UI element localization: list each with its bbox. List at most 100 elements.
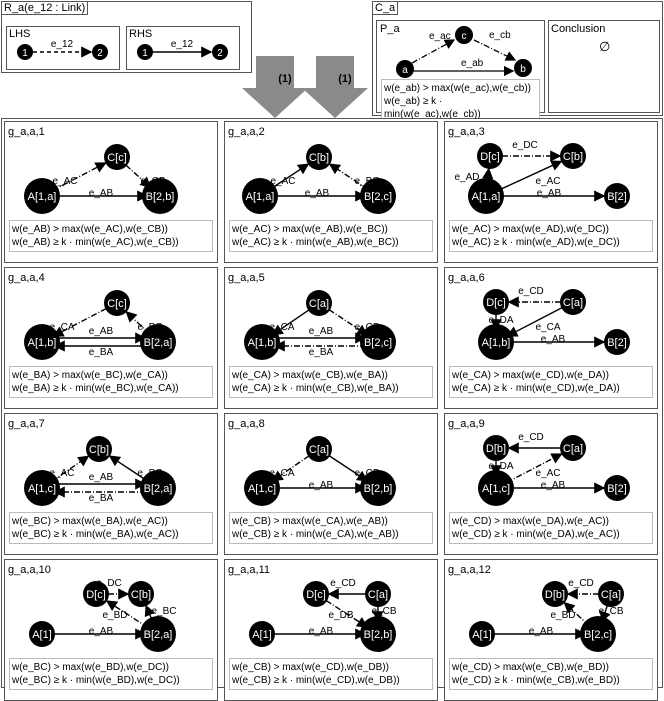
graph-node xyxy=(560,289,586,315)
premise-cond-2: w(e_ab) ≥ k · min(w(e_ac),w(e_cb)) xyxy=(384,96,481,120)
graph-node-label: B[2] xyxy=(607,191,627,203)
graph-node xyxy=(104,144,130,170)
graph-edge xyxy=(271,455,310,482)
graph-node xyxy=(477,143,503,169)
graph-edge-label: e_BD xyxy=(550,610,575,621)
premise-node-b xyxy=(514,59,532,77)
graph-node-label: C[c] xyxy=(107,298,127,310)
graph-node-label: A[1,c] xyxy=(482,483,510,495)
graph-edge-label: e_AC xyxy=(270,176,295,187)
graph-edge xyxy=(271,309,310,336)
conclusion-title: Conclusion xyxy=(551,23,606,35)
graph-panel: g_a,a,1e_ACe_CBe_ABA[1,a]B[2,b]C[c]w(e_A… xyxy=(4,121,218,263)
premise-edge-cb-label: e_cb xyxy=(489,30,511,41)
graph-node xyxy=(24,178,60,214)
graph-edge-label: e_AB xyxy=(305,188,330,199)
graph-edge xyxy=(328,455,369,482)
graph-node xyxy=(83,581,109,607)
graph-edge-label: e_CB xyxy=(371,606,396,617)
graph-node-label: D[c] xyxy=(480,151,500,163)
graph-edge-label: e_AB xyxy=(529,626,554,637)
graph-edge xyxy=(325,599,369,628)
premise-title: P_a xyxy=(380,23,400,35)
graph-node xyxy=(483,289,509,315)
graph-conditions: w(e_CD) > max(w(e_CB),w(e_BD))w(e_CD) ≥ … xyxy=(449,658,653,690)
graph-diagram: e_ACe_BCe_ABe_BAA[1,c]B[2,a]C[b] xyxy=(24,436,176,506)
graph-edge-label: e_CA xyxy=(269,468,294,479)
graph-conditions: w(e_BA) > max(w(e_BC),w(e_CA))w(e_BA) ≥ … xyxy=(9,366,213,398)
graph-diagram: e_CDe_DAe_CAe_ABA[1,b]B[2]C[a]D[c] xyxy=(478,286,630,360)
graph-edge-label: e_CA xyxy=(49,322,74,333)
graph-node-label: D[c] xyxy=(306,589,326,601)
graph-edge xyxy=(506,453,563,484)
graph-node-label: D[b] xyxy=(486,443,506,455)
graph-node-label: B[2,c] xyxy=(364,337,392,349)
graph-cond-1: w(e_AC) > max(w(e_AB),w(e_BC)) xyxy=(232,224,388,235)
graph-node xyxy=(140,616,176,652)
graph-cond-2: w(e_CA) ≥ k · min(w(e_CB),w(e_BA)) xyxy=(232,383,399,394)
graph-cond-1: w(e_AB) > max(w(e_AC),w(e_CB)) xyxy=(12,224,168,235)
rhs-title: RHS xyxy=(129,28,153,40)
graph-node xyxy=(604,475,630,501)
graph-node xyxy=(360,324,396,360)
graph-title: g_a,a,9 xyxy=(448,418,485,430)
graph-edge-label: e_AB xyxy=(309,480,334,491)
graph-cond-2: w(e_AC) ≥ k · min(w(e_AB),w(e_BC)) xyxy=(232,237,399,248)
graph-title: g_a,a,12 xyxy=(448,564,491,576)
graph-node xyxy=(244,470,280,506)
graph-node-label: B[2,c] xyxy=(584,629,612,641)
graph-edge-label: e_BC xyxy=(151,606,176,617)
graph-title: g_a,a,2 xyxy=(228,126,265,138)
graph-cond-1: w(e_CA) > max(w(e_CB),w(e_BA)) xyxy=(232,370,388,381)
graph-cond-1: w(e_CD) > max(w(e_DA),w(e_AC)) xyxy=(452,516,609,527)
graph-edge xyxy=(125,164,152,189)
graph-conditions: w(e_CB) > max(w(e_CA),w(e_AB))w(e_CB) ≥ … xyxy=(229,512,433,544)
graph-node-label: B[2,b] xyxy=(146,191,175,203)
graph-edge-label: e_CD xyxy=(568,578,594,589)
graph-node-label: A[1] xyxy=(252,629,272,641)
graph-node-label: C[a] xyxy=(563,443,583,455)
graph-node-label: C[a] xyxy=(601,589,621,601)
graph-node xyxy=(140,324,176,360)
graph-edge xyxy=(269,163,310,190)
graph-node-label: D[c] xyxy=(86,589,106,601)
graph-cond-2: w(e_AB) ≥ k · min(w(e_AC),w(e_CB)) xyxy=(12,237,179,248)
graph-diagram: e_CAe_BCe_ABe_BAA[1,b]B[2,a]C[c] xyxy=(24,290,176,360)
graph-node xyxy=(303,581,329,607)
rhs-node-1 xyxy=(137,44,153,60)
graph-node xyxy=(24,324,60,360)
graph-node-label: C[a] xyxy=(309,298,329,310)
graph-cond-2: w(e_CD) ≥ k · min(w(e_DA),w(e_AC)) xyxy=(452,529,620,540)
graph-conditions: w(e_AC) > max(w(e_AD),w(e_DC))w(e_AC) ≥ … xyxy=(449,220,653,252)
graph-node xyxy=(604,183,630,209)
graph-title: g_a,a,8 xyxy=(228,418,265,430)
graph-title: g_a,a,1 xyxy=(8,126,45,138)
graph-edge xyxy=(105,600,149,629)
graph-edge-label: e_AB xyxy=(309,326,334,337)
premise-node-a xyxy=(396,60,414,78)
graph-node-label: C[c] xyxy=(107,152,127,164)
premise-cond-1: w(e_ab) > max(w(e_ac),w(e_cb)) xyxy=(384,83,531,94)
graph-diagram: e_ACe_CBe_ABA[1,a]B[2,b]C[c] xyxy=(24,144,178,214)
graph-title: g_a,a,10 xyxy=(8,564,51,576)
premise-node-a-label: a xyxy=(402,65,408,76)
graph-node xyxy=(360,470,396,506)
graph-node xyxy=(604,329,630,355)
graph-cond-1: w(e_CB) > max(w(e_CD),w(e_DB)) xyxy=(232,662,389,673)
graph-node xyxy=(142,178,178,214)
lhs-node-2-label: 2 xyxy=(97,48,103,59)
premise-edge-ac-label: e_ac xyxy=(429,31,451,42)
graph-node-label: D[c] xyxy=(486,297,506,309)
lhs-graph: 1 2 e_12 xyxy=(17,39,108,60)
graph-cond-2: w(e_BC) ≥ k · min(w(e_BA),w(e_AC)) xyxy=(12,529,179,540)
graph-edge-label: e_AC xyxy=(535,468,560,479)
graph-node-label: C[a] xyxy=(563,297,583,309)
graph-node-label: B[2,a] xyxy=(144,483,173,495)
graph-cond-2: w(e_CA) ≥ k · min(w(e_CD),w(e_DA)) xyxy=(452,383,620,394)
